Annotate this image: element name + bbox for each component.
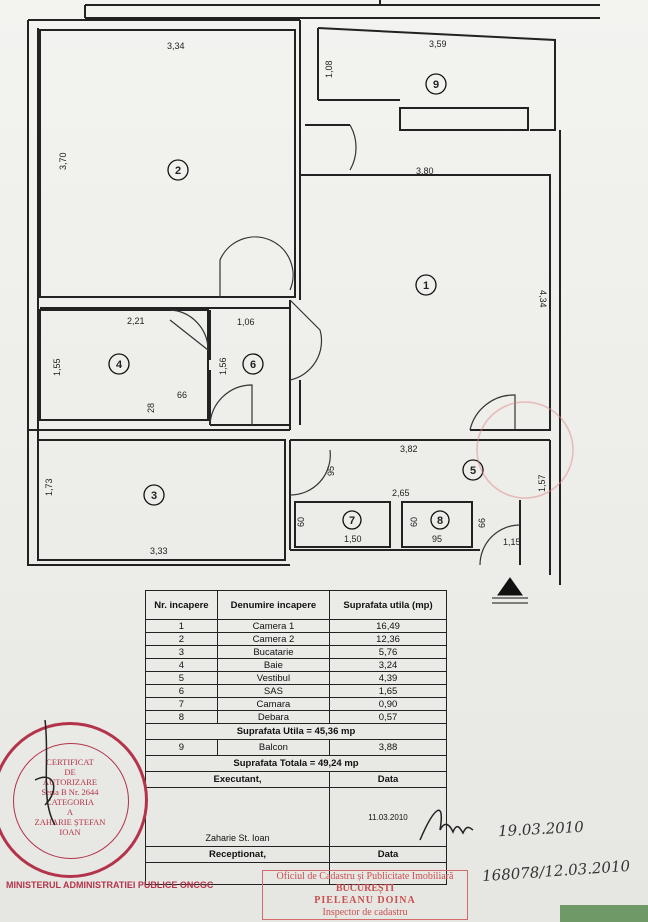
round-stamp: CERTIFICAT DE AUTORIZARE Seria B Nr. 264… <box>0 722 148 878</box>
room-markers <box>108 73 484 530</box>
header: Denumire incapere <box>216 590 331 620</box>
dim: 2,65 <box>392 488 410 498</box>
dim: 3,34 <box>167 41 185 51</box>
room-number: 5 <box>470 465 476 477</box>
dim: 60 <box>409 517 419 527</box>
header: Nr. incapere <box>145 590 218 620</box>
room-number: 6 <box>250 359 256 371</box>
dim: 2,21 <box>127 316 145 326</box>
dim: 60 <box>296 517 306 527</box>
receptionat-label: Receptionat, <box>144 846 331 863</box>
stamp-ring-text: MINISTERUL ADMINISTRATIEI PUBLICE ONCGC <box>6 880 214 890</box>
signature <box>34 720 56 826</box>
dimension-labels: 3,34 3,70 3,59 1,08 3,80 4,34 2,21 1,55 … <box>44 39 548 556</box>
floor-plan: 1 2 3 4 5 6 7 8 9 3,34 3,70 3,59 1,08 3,… <box>27 0 600 604</box>
dim: 3,70 <box>58 152 68 170</box>
dim: 1,56 <box>218 357 228 375</box>
executant-label: Executant, <box>144 771 331 788</box>
dim: 1,06 <box>237 317 255 327</box>
room-number: 8 <box>437 515 443 527</box>
executant-date: 11.03.2010 <box>329 787 447 847</box>
dim: 1,08 <box>324 60 334 78</box>
room-number: 4 <box>116 359 123 371</box>
signature <box>419 809 474 841</box>
dim: 1,15 <box>503 537 521 547</box>
dim: 3,80 <box>416 166 434 176</box>
data-label: Data <box>329 771 447 788</box>
header: Suprafata utila (mp) <box>329 590 447 620</box>
dim: 3,82 <box>400 444 418 454</box>
room-number: 1 <box>423 280 429 292</box>
room-number: 9 <box>433 79 439 91</box>
room-number: 2 <box>175 165 181 177</box>
background-surface <box>560 905 648 922</box>
dim: 1,57 <box>537 474 547 492</box>
dim: 95 <box>326 466 336 476</box>
room-number: 3 <box>151 490 157 502</box>
dim: 66 <box>177 390 187 400</box>
stamp-faint <box>476 401 574 499</box>
dim: 1,73 <box>44 478 54 496</box>
dim: 66 <box>477 518 487 528</box>
totala-total: Suprafata Totala = 49,24 mp <box>145 755 447 772</box>
north-arrow-icon <box>492 577 528 604</box>
dim: 95 <box>432 534 442 544</box>
dim: 28 <box>146 403 156 413</box>
door-arcs <box>169 124 521 566</box>
dim: 4,34 <box>538 290 548 308</box>
office-stamp: Oficiul de Cadastru și Publicitate Imobi… <box>262 870 468 920</box>
executant-name: Zaharie St. Ioan <box>144 787 331 847</box>
room-number: 7 <box>349 515 355 527</box>
dim: 3,33 <box>150 546 168 556</box>
dim: 1,55 <box>52 358 62 376</box>
dim: 3,59 <box>429 39 447 49</box>
utila-total: Suprafata Utila = 45,36 mp <box>145 723 447 740</box>
dim: 1,50 <box>344 534 362 544</box>
